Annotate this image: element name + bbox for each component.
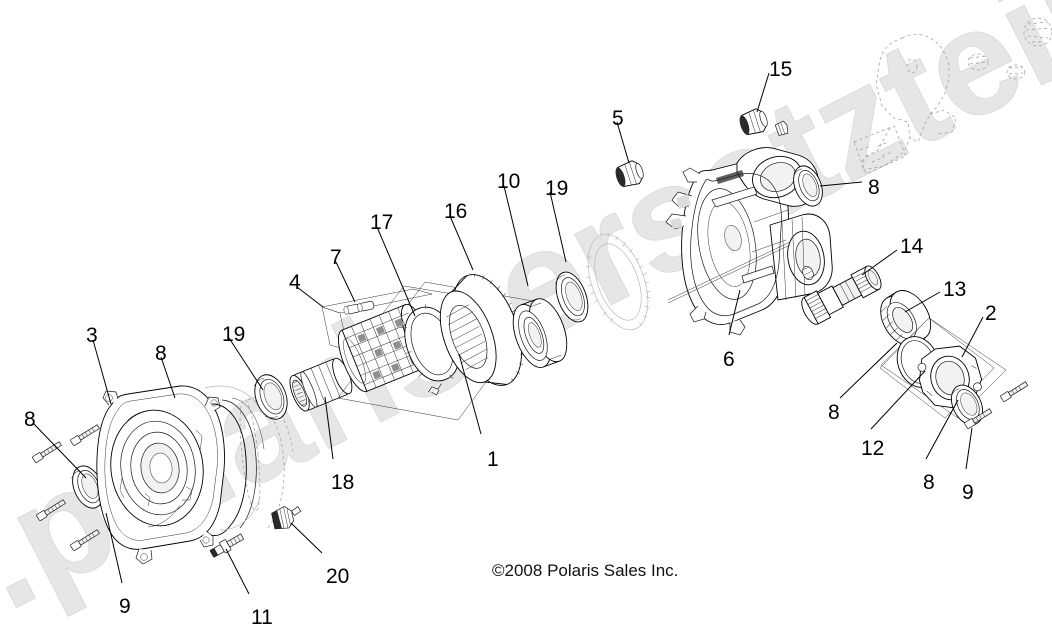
roll-pin	[343, 300, 375, 315]
callout-7: 7	[330, 246, 342, 269]
screw-group-right	[964, 381, 1029, 429]
callout-8: 8	[24, 408, 36, 431]
ghost-ring-gear	[585, 233, 651, 331]
leader-line-15	[756, 72, 770, 113]
callout-20: 20	[326, 565, 350, 588]
callout-13: 13	[943, 278, 967, 301]
pinion-shaft	[801, 265, 882, 325]
leader-line-12	[870, 370, 926, 430]
drain-plug	[739, 108, 768, 136]
callout-15: 15	[769, 58, 793, 81]
leader-line-11	[225, 548, 250, 595]
leader-line-6	[728, 289, 741, 336]
leader-line-13	[904, 291, 941, 313]
ghost-bracket-part	[853, 17, 1052, 175]
callout-10: 10	[497, 170, 521, 193]
leader-line-9	[965, 427, 973, 470]
leader-line-5	[616, 121, 630, 164]
leader-line-19	[549, 191, 567, 263]
leader-line-4	[296, 286, 324, 308]
callout-16: 16	[444, 200, 468, 223]
callout-14: 14	[900, 235, 924, 258]
leader-line-10	[503, 185, 529, 287]
leader-line-8	[839, 342, 898, 399]
leader-line-8	[32, 422, 87, 479]
callout-8: 8	[155, 342, 167, 365]
callout-17: 17	[370, 211, 394, 234]
retainer-clip	[428, 383, 442, 396]
callout-11: 11	[251, 606, 273, 629]
pinion-washer	[802, 265, 814, 281]
leader-line-9	[105, 512, 123, 584]
leader-line-2	[961, 316, 984, 358]
callout-9: 9	[119, 595, 131, 618]
vent-fitting	[209, 533, 245, 558]
callout-3: 3	[86, 324, 98, 347]
callout-12: 12	[861, 437, 885, 460]
fill-plug	[615, 160, 644, 188]
front-cover-housing	[96, 385, 294, 565]
leader-line-16	[449, 215, 474, 271]
leader-line-8	[925, 399, 959, 460]
leader-line-3	[92, 339, 112, 405]
callout-9: 9	[962, 481, 974, 504]
callout-18: 18	[331, 471, 355, 494]
leader-line-8	[160, 356, 176, 399]
oil-seal-housing-right	[793, 165, 823, 207]
callout-8: 8	[828, 401, 840, 424]
copyright-notice: ©2008 Polaris Sales Inc.	[492, 561, 679, 580]
callout-6: 6	[723, 348, 735, 371]
leader-line-7	[335, 261, 356, 303]
callout-19: 19	[545, 177, 569, 200]
seal-19-right	[555, 271, 589, 323]
tapered-bearing	[880, 290, 932, 347]
clip-bracket	[271, 506, 302, 530]
splined-coupler	[289, 357, 353, 412]
leader-line-19	[228, 337, 264, 391]
plug-washer	[774, 120, 789, 136]
callout-1: 1	[487, 448, 499, 471]
leader-line-18	[324, 396, 334, 460]
leader-line-17	[376, 226, 416, 317]
callout-8: 8	[923, 471, 935, 494]
callout-4: 4	[289, 271, 301, 294]
ring-gear	[439, 273, 526, 386]
callout-2: 2	[985, 302, 997, 325]
callout-19: 19	[222, 323, 246, 346]
seal-19-left	[254, 374, 288, 420]
leader-line-8	[819, 181, 863, 187]
group-box-2-inner	[879, 317, 995, 419]
callout-5: 5	[612, 107, 624, 130]
oil-seal-right	[950, 384, 984, 426]
ball-bearing	[512, 298, 568, 368]
callout-8: 8	[868, 176, 880, 199]
leader-line-14	[861, 249, 898, 276]
leader-line-20	[290, 522, 323, 554]
leader-line-1	[458, 353, 482, 435]
